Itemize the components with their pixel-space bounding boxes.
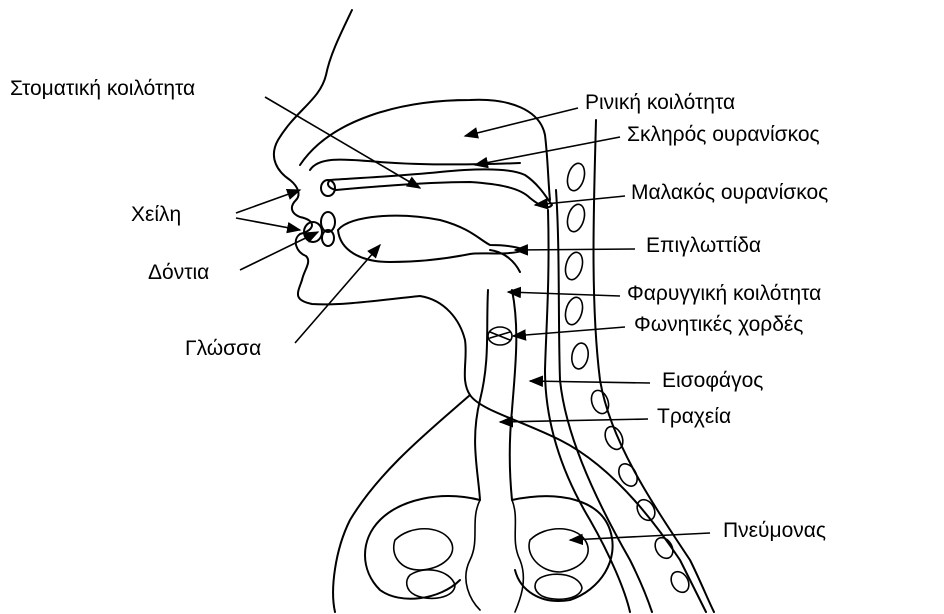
label-hard-palate: Σκληρός ουρανίσκος bbox=[627, 124, 820, 145]
nasal-cavity-outline bbox=[300, 100, 550, 200]
label-trachea: Τραχεία bbox=[657, 406, 731, 427]
label-vocal-cords: Φωνητικές χορδές bbox=[634, 314, 803, 335]
label-epiglottis: Επιγλωττίδα bbox=[646, 235, 761, 256]
label-lungs: Πνεύμονας bbox=[723, 520, 826, 541]
label-lips: Χείλη bbox=[131, 204, 181, 225]
label-soft-palate: Μαλακός ουρανίσκος bbox=[631, 182, 828, 203]
trachea-front bbox=[475, 290, 488, 500]
label-tongue: Γλώσσα bbox=[185, 338, 261, 359]
label-esophagus: Εισοφάγος bbox=[662, 370, 763, 391]
chest-outline bbox=[333, 395, 470, 612]
label-teeth: Δόντια bbox=[148, 262, 209, 283]
label-oral-cavity: Στοματική κοιλότητα bbox=[10, 78, 195, 99]
tongue bbox=[338, 216, 525, 262]
trachea-back bbox=[510, 290, 517, 500]
lungs bbox=[365, 496, 613, 612]
hard-palate bbox=[328, 169, 552, 207]
label-nasal-cavity: Ρινική κοιλότητα bbox=[585, 92, 735, 113]
vocal-cords bbox=[488, 327, 512, 345]
label-pharynx: Φαρυγγική κοιλότητα bbox=[627, 283, 821, 304]
